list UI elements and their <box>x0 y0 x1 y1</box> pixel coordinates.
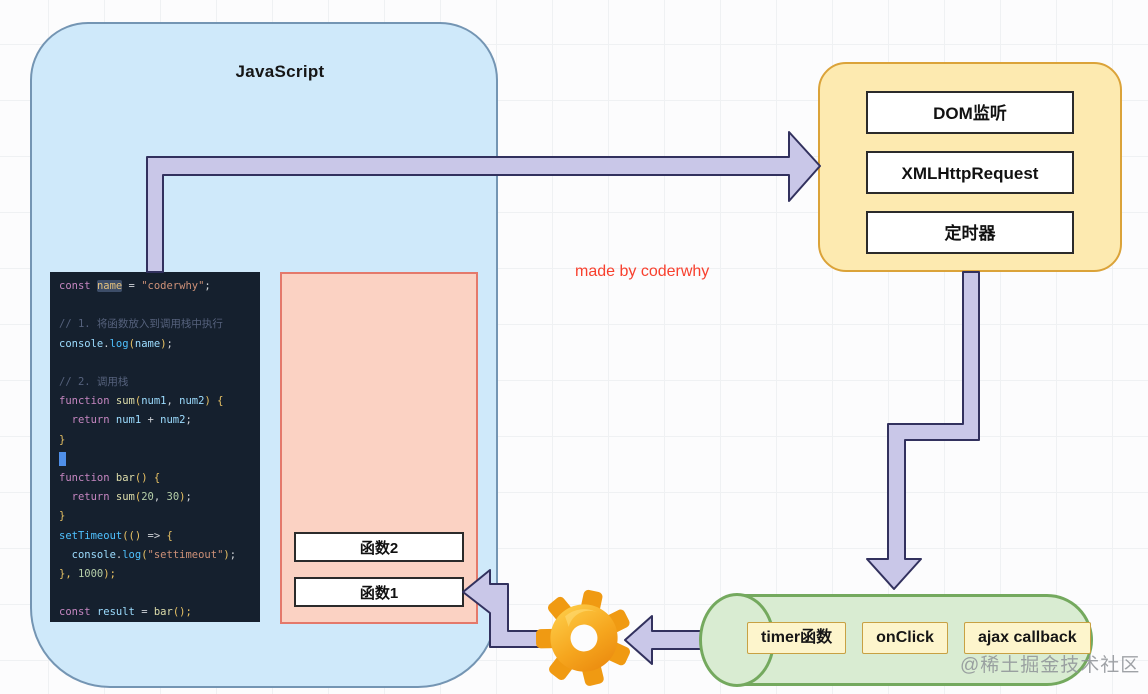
code-line <box>59 296 260 315</box>
task-queue-items: timer函数 onClick ajax callback <box>747 622 1091 654</box>
web-api-item: 定时器 <box>866 211 1074 254</box>
code-line <box>59 354 260 373</box>
call-stack-frames: 函数2 函数1 <box>294 532 464 607</box>
code-line: // 2. 调用栈 <box>59 376 129 389</box>
code-line: const result = bar(); <box>59 606 192 619</box>
code-line: return num1 + num2; <box>59 414 192 427</box>
gear-icon <box>536 589 631 686</box>
code-line: const name = "coderwhy"; <box>59 280 211 292</box>
task-queue-item: ajax callback <box>963 622 1091 654</box>
code-line: return sum(20, 30); <box>59 491 192 504</box>
code-line <box>59 450 260 469</box>
code-line: setTimeout(() => { <box>59 529 173 542</box>
call-stack-frame: 函数1 <box>294 577 464 607</box>
web-api-item: XMLHttpRequest <box>866 151 1074 194</box>
web-api-item: DOM监听 <box>866 91 1074 134</box>
gear-shape <box>536 589 631 686</box>
arrow-webapi-to-queue <box>866 271 980 590</box>
watermark: @稀土掘金技术社区 <box>960 655 1141 676</box>
credit-text: made by coderwhy <box>575 263 710 280</box>
code-line: function sum(num1, num2) { <box>59 395 224 408</box>
web-api-items: DOM监听 XMLHttpRequest 定时器 <box>866 91 1074 254</box>
code-line: } <box>59 510 66 523</box>
code-line <box>59 584 260 603</box>
page-title: JavaScript <box>235 62 325 81</box>
code-editor: const name = "coderwhy"; // 1. 将函数放入到调用栈… <box>50 272 260 622</box>
code-line: console.log("settimeout"); <box>59 548 237 561</box>
code-line: }, 1000); <box>59 568 116 581</box>
call-stack: 函数2 函数1 <box>280 272 478 624</box>
task-queue-item: onClick <box>862 622 948 654</box>
call-stack-frame: 函数2 <box>294 532 464 562</box>
arrow-queue-to-gear <box>624 615 702 665</box>
task-queue-item: timer函数 <box>747 622 847 654</box>
code-line: console.log(name); <box>59 337 173 350</box>
code-line: } <box>59 433 66 446</box>
code-line: // 1. 将函数放入到调用栈中执行 <box>59 318 223 331</box>
code-line: function bar() { <box>59 472 161 485</box>
code-lines: const name = "coderwhy"; // 1. 将函数放入到调用栈… <box>59 277 260 622</box>
